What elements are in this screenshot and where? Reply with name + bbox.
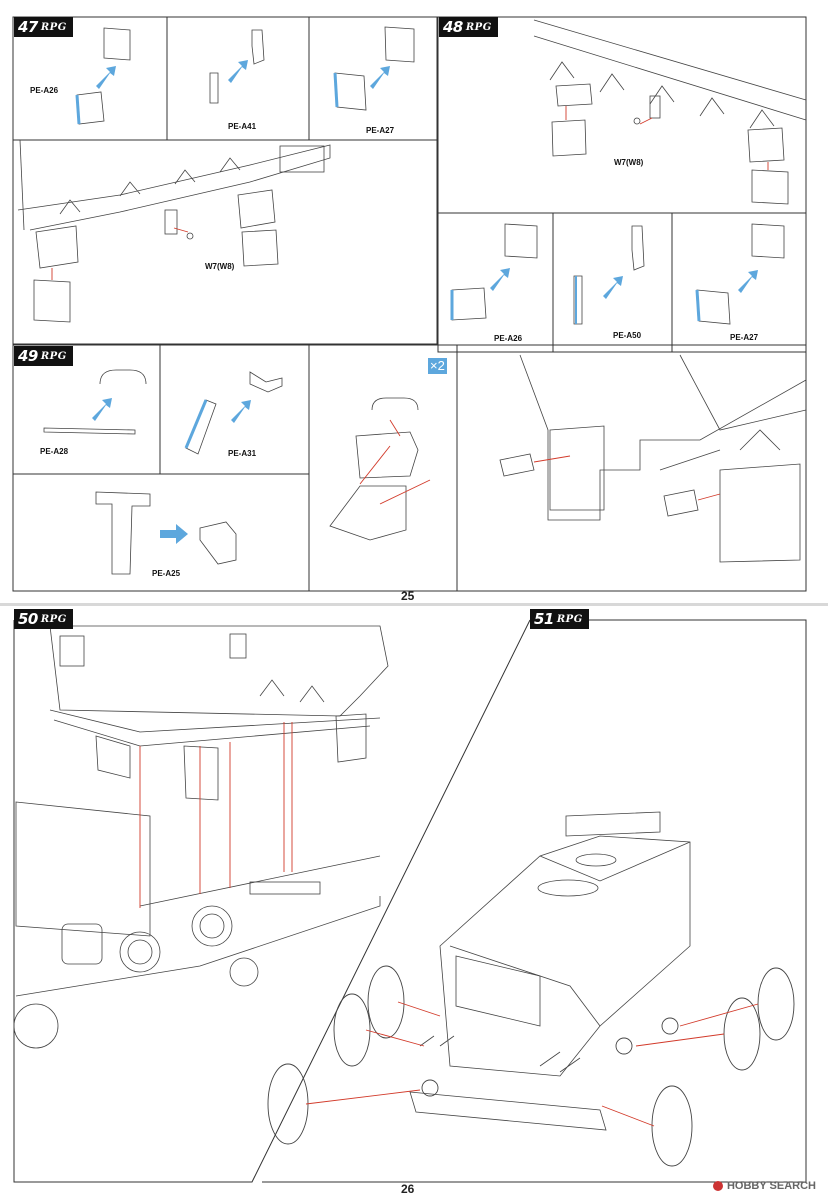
step-number: 51 (534, 610, 554, 628)
step51-guides (305, 1001, 759, 1127)
part-label-pe-a41: PE-A41 (228, 122, 257, 131)
step50-body (49, 625, 389, 801)
step49-guides (359, 419, 431, 505)
step48-chassis (533, 19, 807, 205)
step-badge-50: 50 RPG (14, 609, 73, 629)
step49-body (499, 354, 807, 563)
step-number: 47 (18, 18, 38, 36)
step-number: 48 (443, 18, 463, 36)
step51-wheels (267, 965, 795, 1167)
step47-parts (75, 26, 415, 125)
brand-logo: RPG (556, 613, 583, 625)
step48-parts (450, 223, 785, 325)
part-label-pe-a27: PE-A27 (730, 333, 759, 342)
part-label-w7-w8: W7(W8) (614, 158, 644, 167)
page-divider (0, 603, 828, 606)
step51-vehicle (409, 811, 691, 1131)
part-label-pe-a26: PE-A26 (494, 334, 523, 343)
step48-arrows (490, 268, 758, 299)
hobby-search-logo-icon (712, 1181, 723, 1191)
part-label-pe-a50: PE-A50 (613, 331, 642, 340)
step-badge-51: 51 RPG (530, 609, 589, 629)
brand-logo: RPG (465, 21, 492, 33)
step-badge-48: 48 RPG (439, 17, 498, 37)
step49-body-guides (533, 455, 721, 501)
quantity-badge: ×2 (428, 358, 447, 374)
panel-frames (13, 619, 807, 1183)
page-25-drawing (12, 16, 807, 592)
step50-guides (139, 722, 293, 908)
step-number: 50 (18, 610, 38, 628)
step47-chassis (17, 139, 331, 323)
part-label-pe-a31: PE-A31 (228, 449, 257, 458)
part-label-w7-w8: W7(W8) (205, 262, 235, 271)
page-26: 50 RPG 51 RPG 26 HOBBY SEARCH (0, 606, 828, 1200)
step-badge-47: 47 RPG (14, 17, 73, 37)
brand-logo: RPG (40, 21, 67, 33)
part-label-pe-a28: PE-A28 (40, 447, 69, 456)
brand-logo: RPG (40, 350, 67, 362)
watermark: HOBBY SEARCH (712, 1180, 816, 1192)
watermark-text: HOBBY SEARCH (726, 1180, 816, 1192)
step49-arrows (92, 398, 251, 544)
part-label-pe-a27: PE-A27 (366, 126, 395, 135)
page-26-drawing (13, 619, 807, 1183)
step48-guides (565, 106, 769, 170)
step47-arrows (96, 60, 390, 89)
step-number: 49 (18, 347, 38, 365)
step47-guides (51, 227, 189, 280)
part-label-pe-a26: PE-A26 (30, 86, 59, 95)
page-number: 25 (401, 589, 415, 603)
brand-logo: RPG (40, 613, 67, 625)
panel-frames (12, 16, 807, 592)
part-label-pe-a25: PE-A25 (152, 569, 181, 578)
page-25: 47 RPG 48 RPG 49 RPG PE-A26 PE-A41 PE-A2… (0, 0, 828, 603)
step50-chassis (13, 801, 381, 1049)
page-number: 26 (401, 1182, 415, 1196)
step-badge-49: 49 RPG (14, 346, 73, 366)
step49-parts (43, 369, 419, 575)
